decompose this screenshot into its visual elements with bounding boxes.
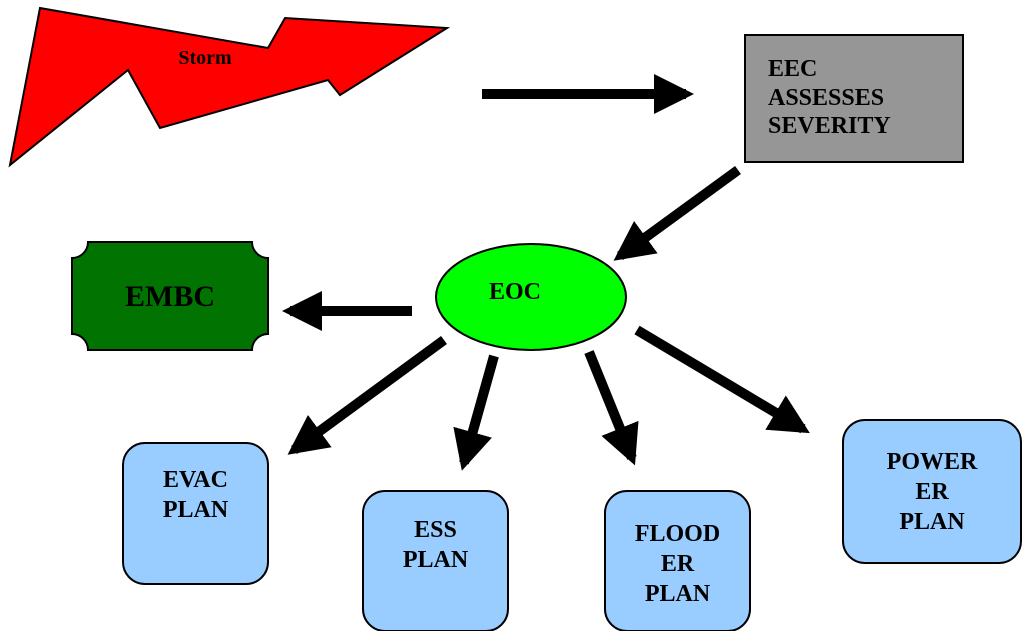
flood-er-plan-box bbox=[604, 490, 751, 631]
eoc-ellipse bbox=[435, 243, 627, 351]
flood-er-plan-label: FLOOD ER PLAN bbox=[634, 521, 721, 607]
arrow-eoc-to-power bbox=[634, 325, 810, 434]
power-er-plan-label: POWER ER PLAN bbox=[886, 449, 978, 535]
eec-box bbox=[744, 34, 964, 163]
arrow-eoc-to-ess bbox=[453, 354, 499, 471]
storm-label: Storm bbox=[178, 46, 232, 69]
storm-lightning-shape bbox=[8, 6, 451, 168]
evac-plan-label: EVAC PLAN bbox=[162, 467, 229, 523]
ess-plan-box bbox=[362, 490, 509, 631]
ess-plan-label: ESS PLAN bbox=[402, 517, 469, 573]
arrow-eoc-to-evac bbox=[287, 335, 447, 455]
arrow-eoc-to-flood bbox=[584, 350, 639, 466]
eoc-label: EOC bbox=[488, 279, 541, 305]
arrow-eec-to-eoc bbox=[613, 165, 741, 261]
embc-plaque bbox=[71, 241, 269, 351]
eec-label: EEC ASSESSES SEVERITY bbox=[768, 55, 891, 140]
power-er-plan-box bbox=[842, 419, 1022, 564]
evac-plan-box bbox=[122, 442, 269, 585]
embc-label: EMBC bbox=[125, 280, 215, 314]
